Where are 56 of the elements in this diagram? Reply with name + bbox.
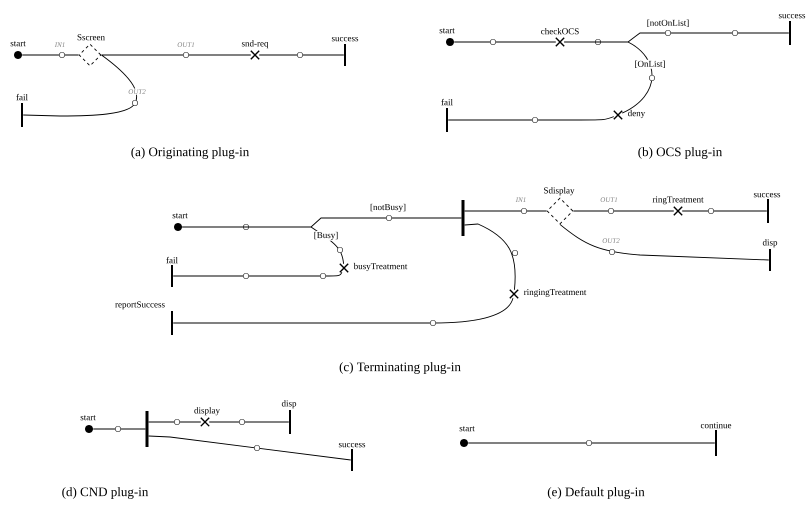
node-label: Sdisplay: [544, 187, 574, 196]
node-label: start: [460, 426, 475, 432]
node-label: disp: [282, 400, 296, 408]
node-label: start: [440, 28, 455, 34]
caption: (b) OCS plug-in: [638, 147, 722, 159]
node-label: checkOCS: [541, 28, 579, 34]
condition-label: [OnList]: [634, 60, 666, 69]
node-label: success: [332, 36, 358, 42]
caption: (d) CND plug-in: [62, 487, 148, 499]
node-label: success: [778, 14, 806, 18]
path-line: [448, 116, 614, 124]
fork-bar: [462, 200, 464, 236]
path-line: [172, 272, 342, 280]
condition-label: [Busy]: [312, 231, 340, 241]
node-label: success: [338, 442, 366, 448]
node-label: start: [80, 415, 96, 420]
node-label: ringTreatment: [652, 196, 704, 204]
node-label: fail: [16, 94, 28, 100]
node-label: ringingTreatment: [524, 289, 586, 297]
node-label: fail: [166, 256, 178, 264]
path-line: [101, 52, 252, 58]
node-label: start: [172, 213, 188, 218]
condition-label: [notOnList]: [646, 18, 690, 28]
node-label: continue: [700, 422, 732, 428]
node-label: disp: [762, 239, 778, 248]
path-line: [573, 208, 674, 214]
path-line: [682, 208, 768, 214]
node-label: Sscreen: [78, 34, 105, 40]
path-line: [148, 436, 352, 460]
path-line: [92, 426, 146, 432]
path-line: [258, 52, 344, 58]
caption: (a) Originating plug-in: [131, 147, 250, 159]
node-label: busyTreatment: [354, 262, 408, 272]
node-label: deny: [628, 110, 646, 118]
path-line: [22, 54, 138, 116]
fork-bar: [146, 411, 148, 447]
node-label: reportSuccess: [115, 301, 165, 310]
caption: (c) Terminating plug-in: [340, 362, 461, 374]
condition-label: [notBusy]: [369, 203, 407, 213]
path-line: [564, 42, 656, 114]
path-line: [464, 224, 518, 290]
path-line: [560, 224, 770, 260]
node-label: snd-req: [242, 40, 268, 48]
node-label: start: [10, 41, 26, 46]
node-label: success: [754, 192, 780, 198]
path-line: [182, 226, 344, 264]
path-line: [172, 298, 514, 326]
path-line: [22, 52, 79, 58]
node-label: display: [194, 407, 220, 416]
path-line: [454, 38, 556, 46]
node-label: fail: [441, 98, 453, 106]
path-line: [148, 418, 202, 426]
path-line: [208, 418, 290, 426]
path-line: [468, 440, 716, 446]
caption: (e) Default plug-in: [548, 487, 645, 499]
path-line: [464, 208, 547, 214]
